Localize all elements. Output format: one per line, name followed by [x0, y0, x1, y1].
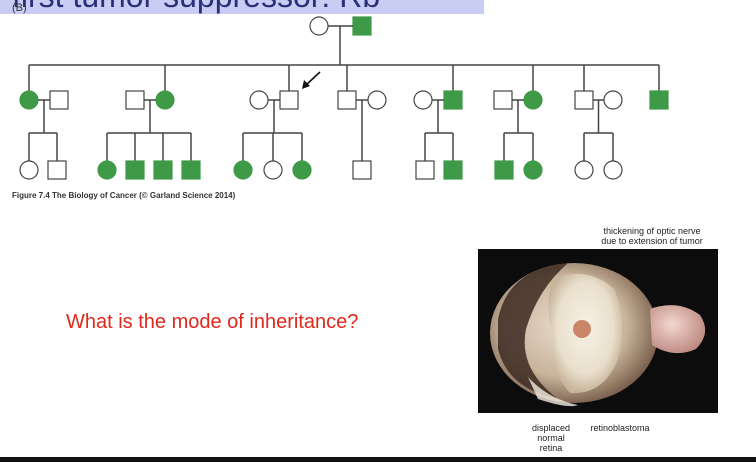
child-2-1-female: [97, 160, 117, 180]
sib-6-female: [523, 90, 543, 110]
eye-illustration: [490, 263, 706, 407]
child-5-1-male: [415, 160, 435, 180]
child-3-2-female: [263, 160, 283, 180]
slide-title-band: first tumor suppressor: Rb: [0, 0, 484, 14]
child-4-1-male: [352, 160, 372, 180]
retinoblastoma-label: retinoblastoma: [590, 423, 650, 433]
retina-label-line-2: normal: [537, 433, 565, 443]
spouse-3-female: [249, 90, 269, 110]
figure-caption: Figure 7.4 The Biology of Cancer (© Garl…: [12, 191, 236, 200]
optic-nerve: [650, 305, 706, 354]
child-1-2-male: [47, 160, 67, 180]
child-5-2-male: [443, 160, 463, 180]
slide-title: first tumor suppressor: Rb: [12, 0, 380, 14]
spouse-5-female: [413, 90, 433, 110]
spouse-6-male: [493, 90, 513, 110]
spouse-1-male: [49, 90, 69, 110]
pedigree-chart: [19, 16, 669, 180]
sib-3-male: [279, 90, 299, 110]
child-1-1-female: [19, 160, 39, 180]
child-6-1-male: [494, 160, 514, 180]
optic-nerve-label-line-1: thickening of optic nerve: [603, 226, 701, 236]
sib-5-male: [443, 90, 463, 110]
sib-8-male: [649, 90, 669, 110]
child-7-2-female: [603, 160, 623, 180]
tumor-core: [573, 320, 591, 338]
proband-arrow: [305, 71, 321, 86]
eye-cavity: [498, 263, 568, 399]
child-7-1-female: [574, 160, 594, 180]
child-6-2-female: [523, 160, 543, 180]
question-text: What is the mode of inheritance?: [66, 311, 359, 333]
child-3-3-female: [292, 160, 312, 180]
founder-2-male: [352, 16, 372, 36]
retina-label-line-1: displaced: [531, 423, 571, 433]
optic-nerve-label: thickening of optic nerve due to extensi…: [586, 226, 718, 246]
spouse-4-female: [367, 90, 387, 110]
retinoblastoma-photo: [478, 249, 718, 413]
bottom-rule: [0, 457, 756, 462]
displaced-retina: [528, 377, 578, 407]
proband-arrow-head: [302, 80, 310, 89]
retina-label: displaced normal retina: [520, 423, 582, 453]
panel-label: (B): [12, 2, 27, 14]
sib-1-female: [19, 90, 39, 110]
sib-2-female: [155, 90, 175, 110]
founder-1-female: [309, 16, 329, 36]
sib-7-male: [574, 90, 594, 110]
child-2-2-male: [125, 160, 145, 180]
child-2-4-male: [181, 160, 201, 180]
child-3-1-female: [233, 160, 253, 180]
spouse-7-female: [603, 90, 623, 110]
retina-label-line-3: retina: [539, 443, 563, 453]
spouse-2-male: [125, 90, 145, 110]
optic-nerve-label-line-2: due to extension of tumor: [601, 236, 703, 246]
sib-4-male: [337, 90, 357, 110]
child-2-3-male: [153, 160, 173, 180]
